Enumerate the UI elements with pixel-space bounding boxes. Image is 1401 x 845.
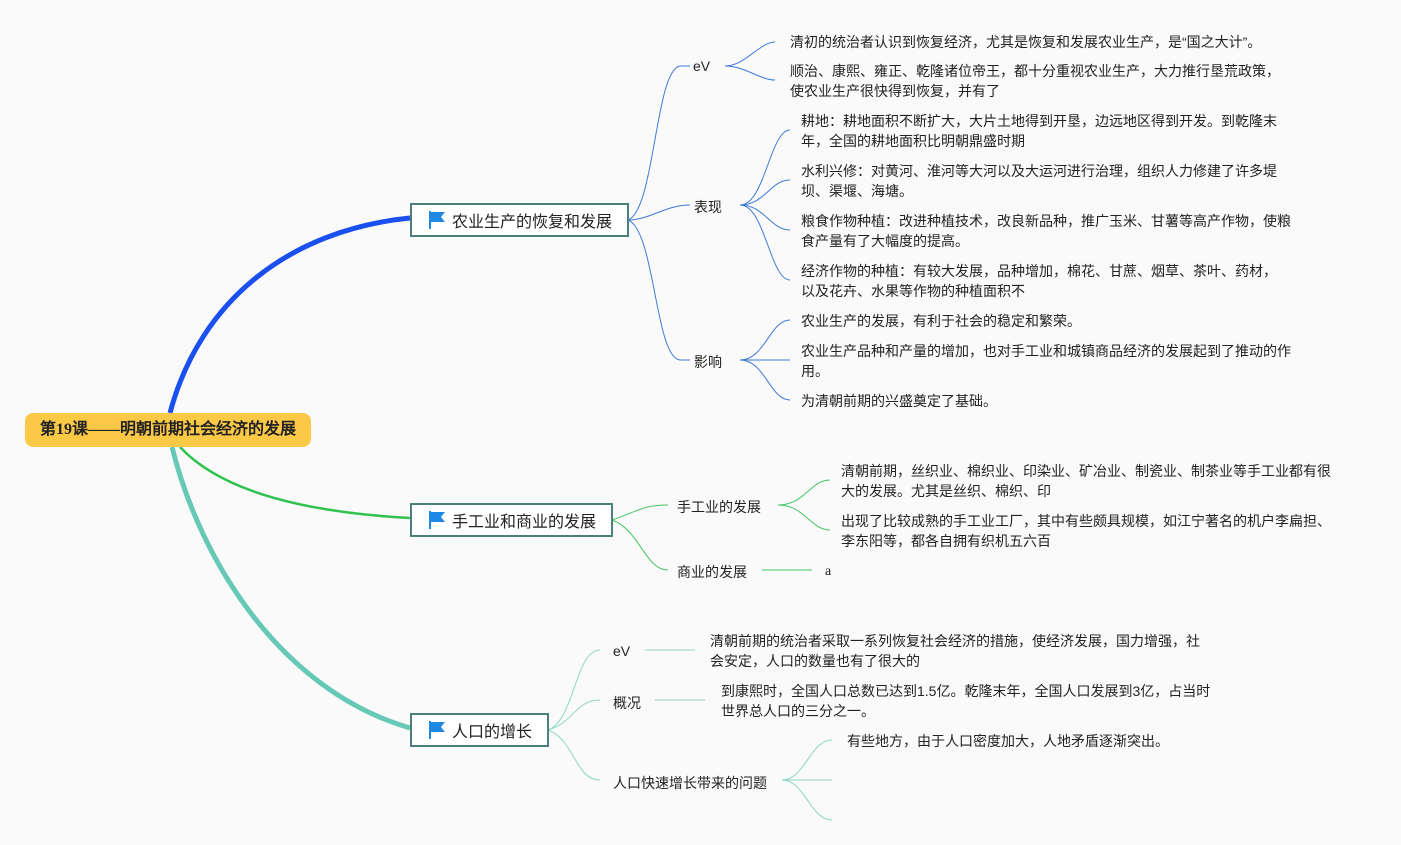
leaf-text[interactable]: 清朝前期，丝织业、棉织业、印染业、矿冶业、制瓷业、制茶业等手工业都有很大的发展。… [841, 463, 1331, 499]
leaf-text[interactable]: 有些地方，由于人口密度加大，人地矛盾逐渐突出。 [847, 733, 1169, 749]
flag-icon [429, 211, 445, 229]
branch-agriculture[interactable]: 农业生产的恢复和发展 [410, 203, 629, 237]
leaf-text[interactable]: 耕地：耕地面积不断扩大，大片土地得到开垦，边远地区得到开发。到乾隆末年，全国的耕… [801, 113, 1277, 149]
leaf-text[interactable]: 清朝前期的统治者采取一系列恢复社会经济的措施，使经济发展，国力增强，社会安定，人… [710, 633, 1200, 669]
flag-icon [429, 721, 445, 739]
branch-title: 手工业和商业的发展 [452, 514, 597, 531]
sub-overview[interactable]: 概况 [613, 695, 641, 711]
sub-ev[interactable]: eV [693, 58, 711, 74]
sub-commerce[interactable]: 商业的发展 [677, 564, 747, 580]
leaf-text[interactable]: 粮食作物种植：改进种植技术，改良新品种，推广玉米、甘薯等高产作物，使粮食产量有了… [801, 213, 1291, 249]
leaf-text[interactable]: a [825, 564, 832, 579]
sub-manifestation[interactable]: 表现 [694, 199, 722, 215]
sub-population-problems[interactable]: 人口快速增长带来的问题 [613, 775, 767, 791]
leaf-text[interactable]: 经济作物的种植：有较大发展，品种增加，棉花、甘蔗、烟草、茶叶、药材，以及花卉、水… [801, 263, 1277, 299]
leaf-text[interactable]: 农业生产品种和产量的增加，也对手工业和城镇商品经济的发展起到了推动的作用。 [801, 343, 1291, 379]
leaf-text[interactable]: 到康熙时，全国人口总数已达到1.5亿。乾隆末年，全国人口发展到3亿，占当时世界总… [721, 683, 1211, 719]
sub-handicraft[interactable]: 手工业的发展 [677, 499, 761, 515]
leaf-text[interactable]: 为清朝前期的兴盛奠定了基础。 [801, 393, 997, 409]
branch-title: 农业生产的恢复和发展 [452, 214, 613, 231]
link-root-branch2 [179, 446, 411, 520]
leaf-text[interactable]: 水利兴修：对黄河、淮河等大河以及大运河进行治理，组织人力修建了许多堤坝、渠堰、海… [801, 163, 1277, 199]
leaf-text[interactable]: 出现了比较成熟的手工业工厂，其中有些颇具规模，如江宁著名的机户李扁担、李东阳等，… [841, 513, 1331, 549]
leaf-text[interactable]: 顺治、康熙、雍正、乾隆诸位帝王，都十分重视农业生产，大力推行垦荒政策，使农业生产… [790, 63, 1280, 99]
branch-title: 人口的增长 [452, 724, 533, 741]
branch-population[interactable]: 人口的增长 [410, 713, 549, 747]
link-root-branch3 [169, 446, 411, 731]
leaf-text[interactable]: 农业生产的发展，有利于社会的稳定和繁荣。 [801, 313, 1081, 329]
link-root-branch1 [167, 215, 411, 414]
flag-icon [429, 511, 445, 529]
leaf-text[interactable]: 清初的统治者认识到恢复经济，尤其是恢复和发展农业生产，是“国之大计”。 [790, 34, 1262, 50]
root-topic[interactable]: 第19课——明朝前期社会经济的发展 [25, 413, 311, 447]
branch-handicraft-commerce[interactable]: 手工业和商业的发展 [410, 503, 613, 537]
sub-influence[interactable]: 影响 [694, 354, 722, 370]
sub-ev[interactable]: eV [613, 643, 631, 659]
